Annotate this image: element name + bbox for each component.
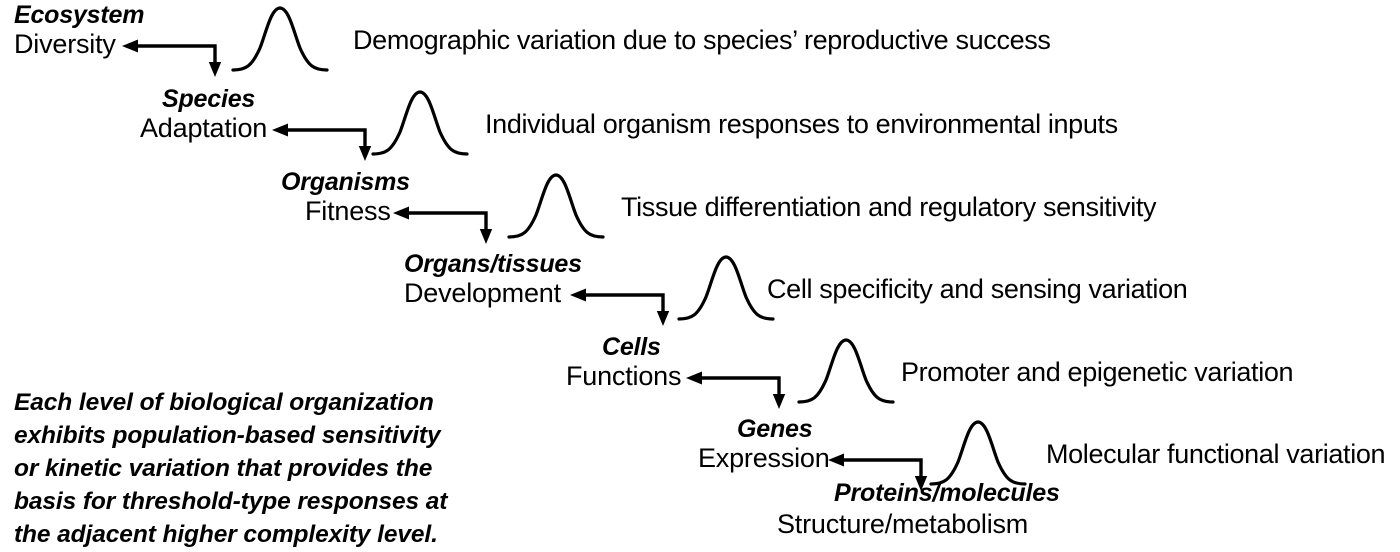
level-attribute-species: Adaptation — [140, 113, 268, 143]
caption-line: basis for threshold-type responses at — [14, 487, 448, 515]
level-attribute-proteins-molecules: Structure/metabolism — [777, 509, 1029, 539]
bell-curve-icon — [230, 0, 330, 78]
bell-curve-icon — [796, 332, 896, 410]
elbow-arrow-icon — [120, 18, 240, 78]
variation-text-organisms: Tissue differentiation and regulatory se… — [621, 192, 1157, 222]
caption-line: the adjacent higher complexity level. — [14, 520, 438, 548]
level-name-ecosystem: Ecosystem — [14, 1, 145, 29]
level-attribute-organisms: Fitness — [305, 196, 391, 226]
variation-text-organs-tissues: Cell specificity and sensing variation — [767, 274, 1188, 304]
level-name-cells: Cells — [602, 333, 661, 361]
level-name-proteins-molecules: Proteins/molecules — [834, 479, 1060, 507]
caption-line: or kinetic variation that provides the — [14, 454, 433, 482]
caption-text: Each level of biological organization ex… — [14, 387, 454, 552]
variation-text-species: Individual organism responses to environ… — [485, 109, 1118, 139]
elbow-arrow-icon — [391, 185, 511, 245]
elbow-arrow-icon — [270, 102, 390, 162]
level-name-genes: Genes — [737, 415, 813, 443]
elbow-arrow-icon — [826, 432, 946, 492]
bell-curve-icon — [370, 84, 470, 162]
caption-line: exhibits population-based sensitivity — [14, 421, 441, 449]
elbow-arrow-icon — [568, 267, 688, 327]
variation-text-genes: Molecular functional variation — [1046, 439, 1386, 469]
level-attribute-ecosystem: Diversity — [14, 29, 116, 59]
elbow-arrow-icon — [684, 350, 804, 410]
variation-text-ecosystem: Demographic variation due to species’ re… — [353, 25, 1051, 55]
bell-curve-icon — [676, 249, 776, 327]
level-attribute-cells: Functions — [566, 361, 682, 391]
level-name-organs-tissues: Organs/tissues — [404, 250, 582, 278]
level-attribute-organs-tissues: Development — [404, 278, 561, 308]
level-name-organisms: Organisms — [281, 168, 410, 196]
caption-line: Each level of biological organization — [14, 389, 434, 416]
variation-text-cells: Promoter and epigenetic variation — [901, 357, 1294, 387]
bell-curve-icon — [506, 167, 606, 245]
bell-curve-icon — [928, 414, 1028, 492]
level-name-species: Species — [162, 85, 256, 113]
level-attribute-genes: Expression — [698, 443, 830, 473]
